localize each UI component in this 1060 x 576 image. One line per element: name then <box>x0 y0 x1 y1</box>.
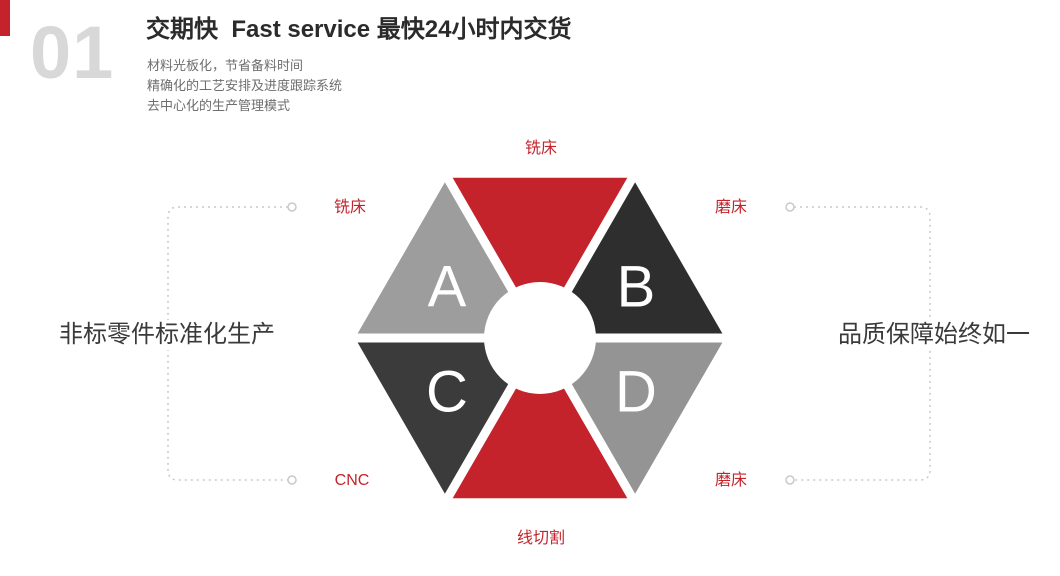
slide-title: 交期快 Fast service 最快24小时内交货 <box>146 16 572 43</box>
feature-line: 去中心化的生产管理模式 <box>147 98 291 113</box>
label-lower-left-cnc: CNC <box>334 472 370 489</box>
segment-letter-c: C <box>426 360 468 425</box>
segment-lower-left <box>355 338 540 499</box>
connector-node-upper-left <box>287 202 297 212</box>
label-top-milling: 铣床 <box>524 140 558 157</box>
feature-list: 材料光板化，节省备料时间 精确化的工艺安排及进度跟踪系统 去中心化的生产管理模式 <box>147 56 342 116</box>
connector-node-upper-right <box>785 202 795 212</box>
label-upper-right-grinding: 磨床 <box>714 199 748 216</box>
segment-letter-b: B <box>617 255 656 320</box>
segment-upper-left <box>355 177 540 338</box>
segment-top <box>447 177 633 338</box>
left-caption: 非标零件标准化生产 <box>51 320 283 350</box>
right-caption: 品质保障始终如一 <box>830 320 1038 350</box>
feature-line: 精确化的工艺安排及进度跟踪系统 <box>147 78 343 93</box>
section-number: 01 <box>30 11 115 94</box>
segment-upper-right <box>540 177 725 338</box>
connector-node-lower-right <box>785 475 795 485</box>
center-circle <box>484 282 596 394</box>
segment-lower-right <box>540 338 725 499</box>
feature-line: 材料光板化，节省备料时间 <box>147 58 304 73</box>
label-lower-right-grinding: 磨床 <box>714 472 748 489</box>
segment-letter-a: A <box>428 255 467 320</box>
label-bottom-wirecut: 线切割 <box>516 530 566 547</box>
corner-accent-bar <box>0 0 10 36</box>
segment-bottom <box>447 338 633 499</box>
connector-node-lower-left <box>287 475 297 485</box>
label-upper-left-milling: 铣床 <box>333 199 367 216</box>
segment-letter-d: D <box>615 360 657 425</box>
